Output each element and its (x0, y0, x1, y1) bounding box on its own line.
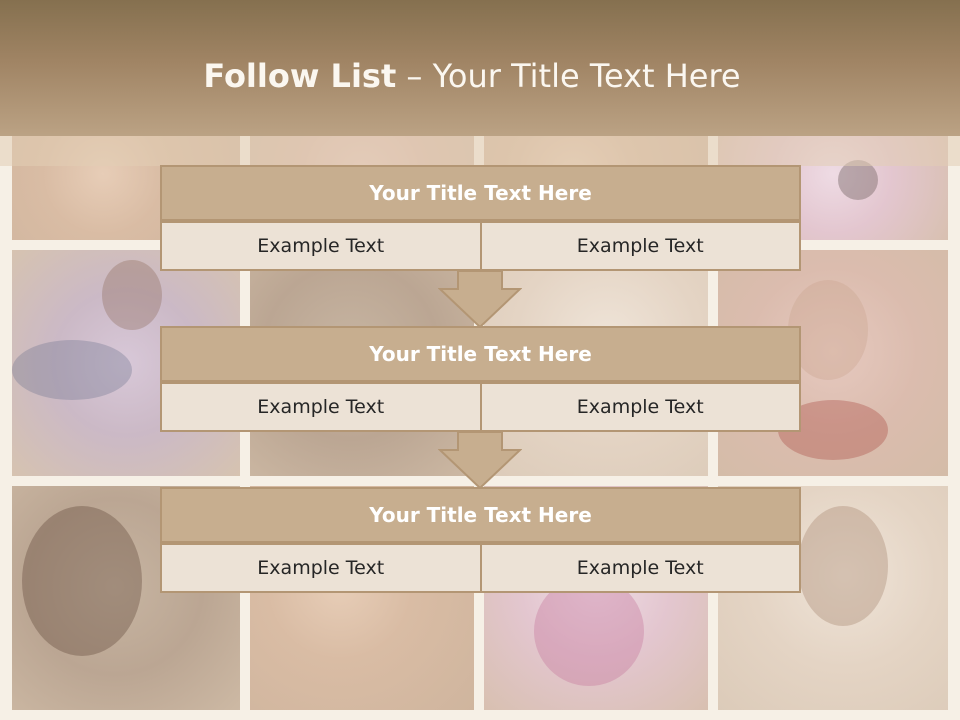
slide-title-bold: Follow List (203, 57, 397, 95)
title-bar (0, 0, 960, 136)
down-arrow-icon (438, 271, 522, 329)
step-left-text: Example Text (160, 221, 482, 271)
step-title: Your Title Text Here (160, 487, 801, 543)
step-row: Example Text Example Text (160, 221, 801, 271)
step-row: Example Text Example Text (160, 543, 801, 593)
step-title: Your Title Text Here (160, 326, 801, 382)
follow-step-1: Your Title Text Here Example Text Exampl… (160, 165, 801, 271)
step-right-text: Example Text (479, 543, 801, 593)
step-row: Example Text Example Text (160, 382, 801, 432)
step-left-text: Example Text (160, 382, 482, 432)
follow-step-2: Your Title Text Here Example Text Exampl… (160, 326, 801, 432)
slide-title-rest: – Your Title Text Here (396, 57, 741, 95)
step-title: Your Title Text Here (160, 165, 801, 221)
step-left-text: Example Text (160, 543, 482, 593)
step-right-text: Example Text (479, 221, 801, 271)
follow-step-3: Your Title Text Here Example Text Exampl… (160, 487, 801, 593)
step-right-text: Example Text (479, 382, 801, 432)
down-arrow-icon (438, 432, 522, 490)
title-bar-fade (0, 136, 960, 166)
slide-title: Follow List – Your Title Text Here (0, 54, 944, 98)
